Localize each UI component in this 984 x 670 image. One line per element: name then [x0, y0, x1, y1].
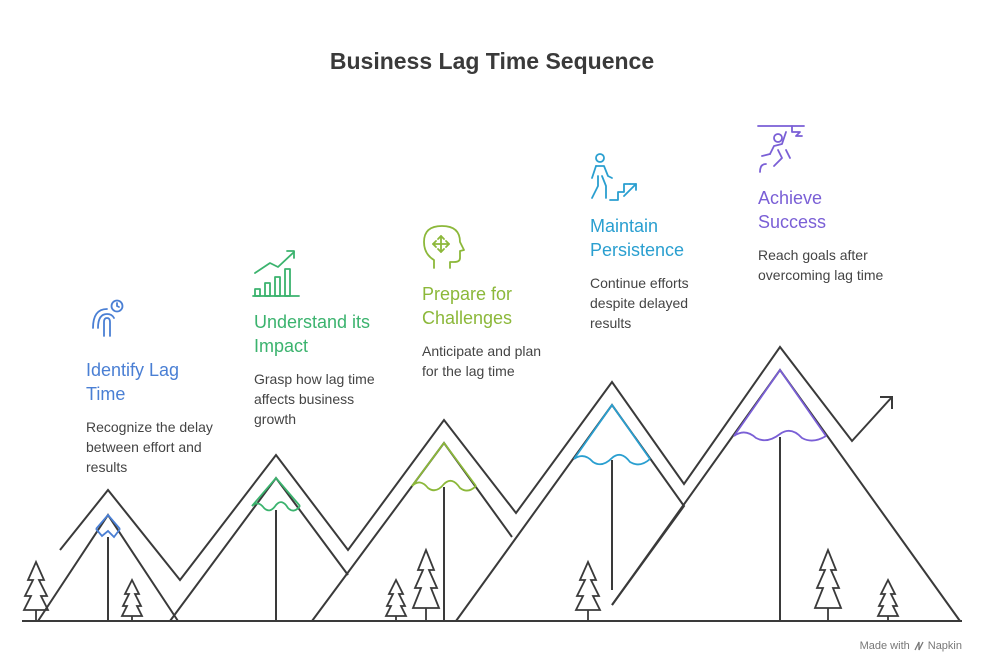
path-arrowhead: [880, 396, 893, 409]
peak-cap-5: [733, 368, 827, 442]
peak-cap-3: [411, 441, 477, 492]
mountain-2: [169, 476, 349, 622]
tree-7: [876, 577, 900, 621]
napkin-brand-label: Napkin: [927, 640, 962, 652]
person-climbing-stairs-icon: [591, 153, 637, 201]
napkin-logo-icon: [914, 641, 924, 651]
diagram-title: Business Lag Time Sequence: [329, 48, 655, 74]
tree-6: [813, 547, 843, 621]
tree-1: [22, 559, 50, 621]
person-climbing-flag-icon: [757, 125, 805, 173]
growth-bar-chart-icon: [252, 250, 300, 297]
peak-cap-4: [573, 403, 651, 466]
mountain-5: [611, 368, 961, 622]
step-2-title: Understand its Impact: [254, 312, 371, 356]
finger-touch-clock-icon: [92, 299, 124, 337]
step-4-title: Maintain Persistence: [590, 216, 685, 260]
peak-cap-2: [251, 476, 301, 512]
step-3-description: Anticipate and plan for the lag time: [422, 343, 542, 379]
tree-5: [574, 559, 602, 621]
zigzag-path: [59, 345, 893, 582]
step-5-description: Reach goals after overcoming lag time: [758, 247, 884, 283]
step-4-description: Continue efforts despite delayed results: [590, 275, 689, 331]
tree-2: [120, 577, 144, 621]
step-1-description: Recognize the delay between effort and r…: [86, 419, 213, 475]
step-5-title: Achieve Success: [758, 188, 827, 232]
head-arrows-icon: [423, 225, 465, 269]
tree-3: [384, 577, 408, 621]
peak-cap-1: [95, 513, 121, 539]
napkin-watermark: Made with Napkin: [860, 640, 962, 652]
tree-4: [411, 547, 441, 621]
mountain-4: [455, 403, 686, 622]
step-2-description: Grasp how lag time affects business grow…: [254, 371, 375, 427]
made-with-label: Made with: [859, 640, 910, 652]
step-1-title: Identify Lag Time: [86, 360, 180, 404]
step-3-title: Prepare for Challenges: [422, 284, 513, 328]
